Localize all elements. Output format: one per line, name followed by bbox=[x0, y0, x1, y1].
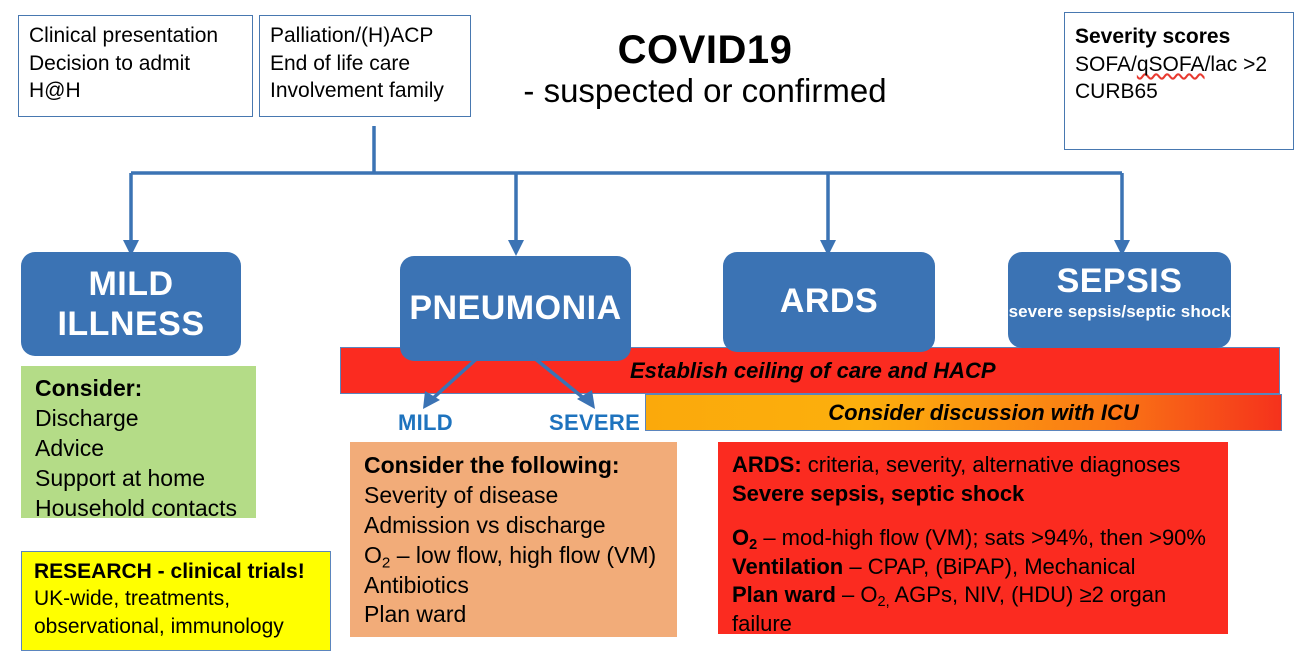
stage-title-sepsis: SEPSIS bbox=[1056, 262, 1183, 300]
red-line-1-rest: criteria, severity, alternative diagnose… bbox=[801, 452, 1181, 477]
red-line-1: ARDS: criteria, severity, alternative di… bbox=[732, 451, 1218, 480]
severity-heading: Severity scores bbox=[1075, 25, 1231, 48]
palliation-line-2: End of life care bbox=[270, 51, 411, 75]
stage-box-ards[interactable]: ARDS bbox=[723, 252, 935, 352]
red-line-5: Plan ward – O2, AGPs, NIV, (HDU) ≥2 orga… bbox=[732, 581, 1218, 638]
pneumonia-branch-arrows bbox=[423, 351, 595, 409]
green-item-1: Discharge bbox=[35, 404, 139, 431]
yellow-line-3: observational, immunology bbox=[34, 614, 284, 638]
red-line-3-rest: – mod-high flow (VM); sats >94%, then >9… bbox=[757, 525, 1206, 551]
red-line-5-rest-sub: 2, bbox=[877, 594, 890, 611]
stage-title-pneumonia: PNEUMONIA bbox=[409, 288, 622, 327]
pneumonia-considerations-panel: Consider the following: Severity of dise… bbox=[350, 442, 677, 637]
palliation-line-1: Palliation/(H)ACP bbox=[270, 24, 434, 47]
peach-item-3-post: – low flow, high flow (VM) bbox=[390, 541, 657, 568]
arrowhead-branch-severe-icon bbox=[577, 390, 595, 409]
severity-line-3: CURB65 bbox=[1075, 80, 1158, 104]
green-item-4: Household contacts bbox=[35, 494, 238, 521]
peach-item-3-pre: O bbox=[364, 541, 382, 568]
red-line-4: Ventilation – CPAP, (BiPAP), Mechanical bbox=[732, 553, 1218, 582]
red-line-3: O2 – mod-high flow (VM); sats >94%, then… bbox=[732, 524, 1218, 553]
consider-icu-label: Consider discussion with ICU bbox=[828, 399, 1139, 425]
red-line-5-bold: Plan ward bbox=[732, 582, 836, 608]
red-line-5-rest-pre: – O bbox=[835, 582, 878, 608]
stage-subtitle-sepsis: severe sepsis/septic shock bbox=[1008, 302, 1231, 322]
page-title: COVID19 - suspected or confirmed bbox=[470, 28, 940, 110]
palliation-box: Palliation/(H)ACP End of life care Invol… bbox=[259, 15, 471, 117]
stage-box-sepsis[interactable]: SEPSIS severe sepsis/septic shock bbox=[1008, 252, 1231, 348]
clinical-line-3: H@H bbox=[29, 79, 81, 103]
consider-icu-bar: Consider discussion with ICU bbox=[645, 394, 1282, 431]
stage-box-pneumonia[interactable]: PNEUMONIA bbox=[400, 256, 631, 361]
yellow-heading: RESEARCH - clinical trials! bbox=[34, 560, 305, 583]
red-line-3-bold: O bbox=[732, 525, 750, 551]
yellow-line-2: UK-wide, treatments, bbox=[34, 587, 231, 611]
clinical-presentation-box: Clinical presentation Decision to admit … bbox=[18, 15, 253, 117]
green-heading: Consider: bbox=[35, 375, 143, 401]
peach-heading: Consider the following: bbox=[364, 452, 620, 478]
arrowhead-branch-mild-icon bbox=[423, 391, 440, 409]
red-line-2: Severe sepsis, septic shock bbox=[732, 480, 1025, 506]
clinical-line-1: Clinical presentation bbox=[29, 24, 219, 47]
mild-illness-actions-panel: Consider: Discharge Advice Support at ho… bbox=[21, 366, 256, 521]
severity-line-2-b: qSOFA bbox=[1136, 52, 1205, 76]
research-panel: RESEARCH - clinical trials! UK-wide, tre… bbox=[21, 551, 331, 651]
red-line-5-rest-post: AGPs, NIV, (HDU) ≥2 organ failure bbox=[732, 582, 1167, 636]
stage-title-ards: ARDS bbox=[779, 282, 879, 321]
stage-title-mild-line1: MILD bbox=[88, 264, 174, 303]
severity-scores-box: Severity scores SOFA/qSOFA/lac >2 CURB65 bbox=[1064, 12, 1294, 150]
title-main: COVID19 bbox=[617, 28, 793, 72]
clinical-line-2: Decision to admit bbox=[29, 51, 191, 75]
arrowhead-pneumonia-icon bbox=[508, 240, 524, 256]
peach-item-3: O2 – low flow, high flow (VM) bbox=[364, 541, 667, 571]
peach-item-2: Admission vs discharge bbox=[364, 511, 606, 538]
severity-line-2: SOFA/qSOFA/lac >2 bbox=[1075, 51, 1285, 79]
branch-label-severe: SEVERE bbox=[549, 410, 641, 435]
peach-item-5: Plan ward bbox=[364, 601, 467, 628]
branch-line-mild bbox=[429, 351, 485, 402]
peach-item-3-sub: 2 bbox=[381, 553, 391, 571]
stage-box-mild-illness[interactable]: MILD ILLNESS bbox=[21, 252, 241, 356]
red-line-4-rest: – CPAP, (BiPAP), Mechanical bbox=[843, 553, 1136, 579]
severity-line-2-a: SOFA/ bbox=[1075, 52, 1137, 76]
ards-sepsis-management-panel: ARDS: criteria, severity, alternative di… bbox=[718, 442, 1228, 636]
severity-line-2-c: /lac >2 bbox=[1204, 52, 1268, 76]
peach-item-4: Antibiotics bbox=[364, 571, 469, 598]
red-line-3-bold-sub: 2 bbox=[749, 537, 758, 554]
green-item-2: Advice bbox=[35, 434, 105, 461]
branch-label-mild: MILD bbox=[398, 410, 453, 435]
red-panel-spacer bbox=[732, 508, 1218, 524]
branch-line-severe bbox=[526, 351, 588, 402]
red-line-1-bold: ARDS: bbox=[732, 452, 802, 477]
palliation-line-3: Involvement family bbox=[270, 79, 444, 103]
peach-item-1: Severity of disease bbox=[364, 481, 559, 508]
establish-ceiling-label: Establish ceiling of care and HACP bbox=[630, 357, 996, 383]
green-item-3: Support at home bbox=[35, 464, 206, 491]
title-subtitle: - suspected or confirmed bbox=[523, 71, 887, 109]
stage-title-mild-line2: ILLNESS bbox=[57, 305, 205, 343]
red-line-4-bold: Ventilation bbox=[732, 553, 844, 579]
